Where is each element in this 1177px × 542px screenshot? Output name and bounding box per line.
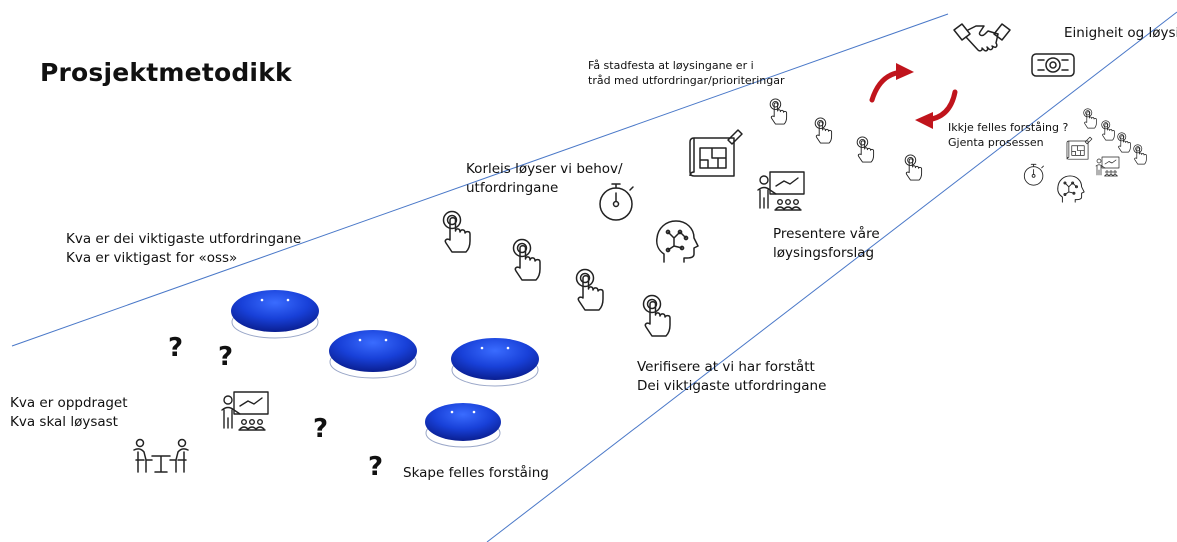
- recap-teacher-icon: [1095, 156, 1120, 177]
- pointer-hand-icon-7: [856, 136, 875, 163]
- lower-diagonal-line: [486, 11, 1177, 542]
- certificate-icon: [1031, 53, 1075, 77]
- label-ikkje-line1: Ikkje felles forståing ?: [948, 121, 1069, 134]
- pointer-hand-icon-3: [575, 268, 604, 311]
- label-oppdrag: Kva er oppdraget Kva skal løysast: [10, 394, 128, 432]
- pointer-hand-icon-5: [769, 98, 788, 125]
- label-korleis: Korleis løyser vi behov/ utfordringane: [466, 160, 623, 198]
- label-oppdrag-line1: Kva er oppdraget: [10, 395, 128, 411]
- label-verifisere-line1: Verifisere at vi har forstått: [637, 359, 815, 375]
- label-ikkje-felles: Ikkje felles forståing ? Gjenta prosesse…: [948, 120, 1068, 150]
- meeting-icon: [133, 438, 189, 473]
- pointer-hand-icon-6: [814, 117, 833, 144]
- teacher-presentation-icon-2: [757, 171, 805, 211]
- label-viktigaste-line1: Kva er dei viktigaste utfordringane: [66, 231, 302, 247]
- recap-hand-icon-2: [1101, 120, 1115, 141]
- pointer-hand-icon-1: [442, 210, 471, 253]
- sphere-4: [425, 403, 501, 448]
- question-mark-4: ?: [368, 452, 384, 482]
- label-oppdrag-line2: Kva skal løysast: [10, 414, 118, 430]
- recap-hand-icon-1: [1083, 108, 1097, 129]
- recap-hand-icon-4: [1133, 144, 1147, 165]
- label-presentere-line1: Presentere våre: [773, 226, 880, 242]
- recap-brain-icon: [1057, 175, 1085, 203]
- blueprint-icon: [689, 129, 743, 177]
- label-verifisere: Verifisere at vi har forstått Dei viktig…: [637, 358, 826, 396]
- label-presentere: Presentere våre løysingsforslag: [773, 225, 880, 263]
- brain-icon: [656, 220, 699, 263]
- recap-stopwatch-icon: [1023, 163, 1044, 186]
- teacher-presentation-icon: [221, 391, 269, 431]
- pointer-hand-icon-4: [642, 294, 671, 337]
- label-felles-forstaing: Skape felles forståing: [403, 465, 549, 481]
- label-viktigaste-line2: Kva er viktigast for «oss»: [66, 250, 238, 266]
- label-korleis-line1: Korleis løyser vi behov/: [466, 161, 623, 177]
- pointer-hand-icon-8: [904, 154, 923, 181]
- page-title: Prosjektmetodikk: [40, 58, 292, 87]
- label-stadfesta-line2: tråd med utfordringar/prioriteringar: [588, 74, 785, 87]
- label-ikkje-line2: Gjenta prosessen: [948, 136, 1044, 149]
- label-stadfesta: Få stadfesta at løysingane er i tråd med…: [588, 58, 784, 88]
- sphere-2: [329, 330, 417, 379]
- question-mark-3: ?: [313, 414, 329, 444]
- recap-blueprint-icon: [1066, 136, 1093, 160]
- sphere-1: [231, 290, 319, 339]
- question-mark-2: ?: [218, 342, 234, 372]
- label-einigheit: Einigheit og løysing: [1064, 25, 1177, 41]
- label-stadfesta-line1: Få stadfesta at løysingane er i: [588, 59, 754, 72]
- handshake-icon: [953, 23, 1011, 52]
- sphere-3: [451, 338, 539, 387]
- stopwatch-icon: [599, 183, 634, 221]
- pointer-hand-icon-2: [512, 238, 541, 281]
- upper-diagonal-line: [11, 13, 949, 347]
- label-presentere-line2: løysingsforslag: [773, 245, 875, 261]
- label-viktigaste: Kva er dei viktigaste utfordringane Kva …: [66, 230, 301, 268]
- label-korleis-line2: utfordringane: [466, 180, 559, 196]
- recap-hand-icon-3: [1117, 132, 1131, 153]
- question-mark-1: ?: [168, 333, 184, 363]
- label-verifisere-line2: Dei viktigaste utfordringane: [637, 378, 827, 394]
